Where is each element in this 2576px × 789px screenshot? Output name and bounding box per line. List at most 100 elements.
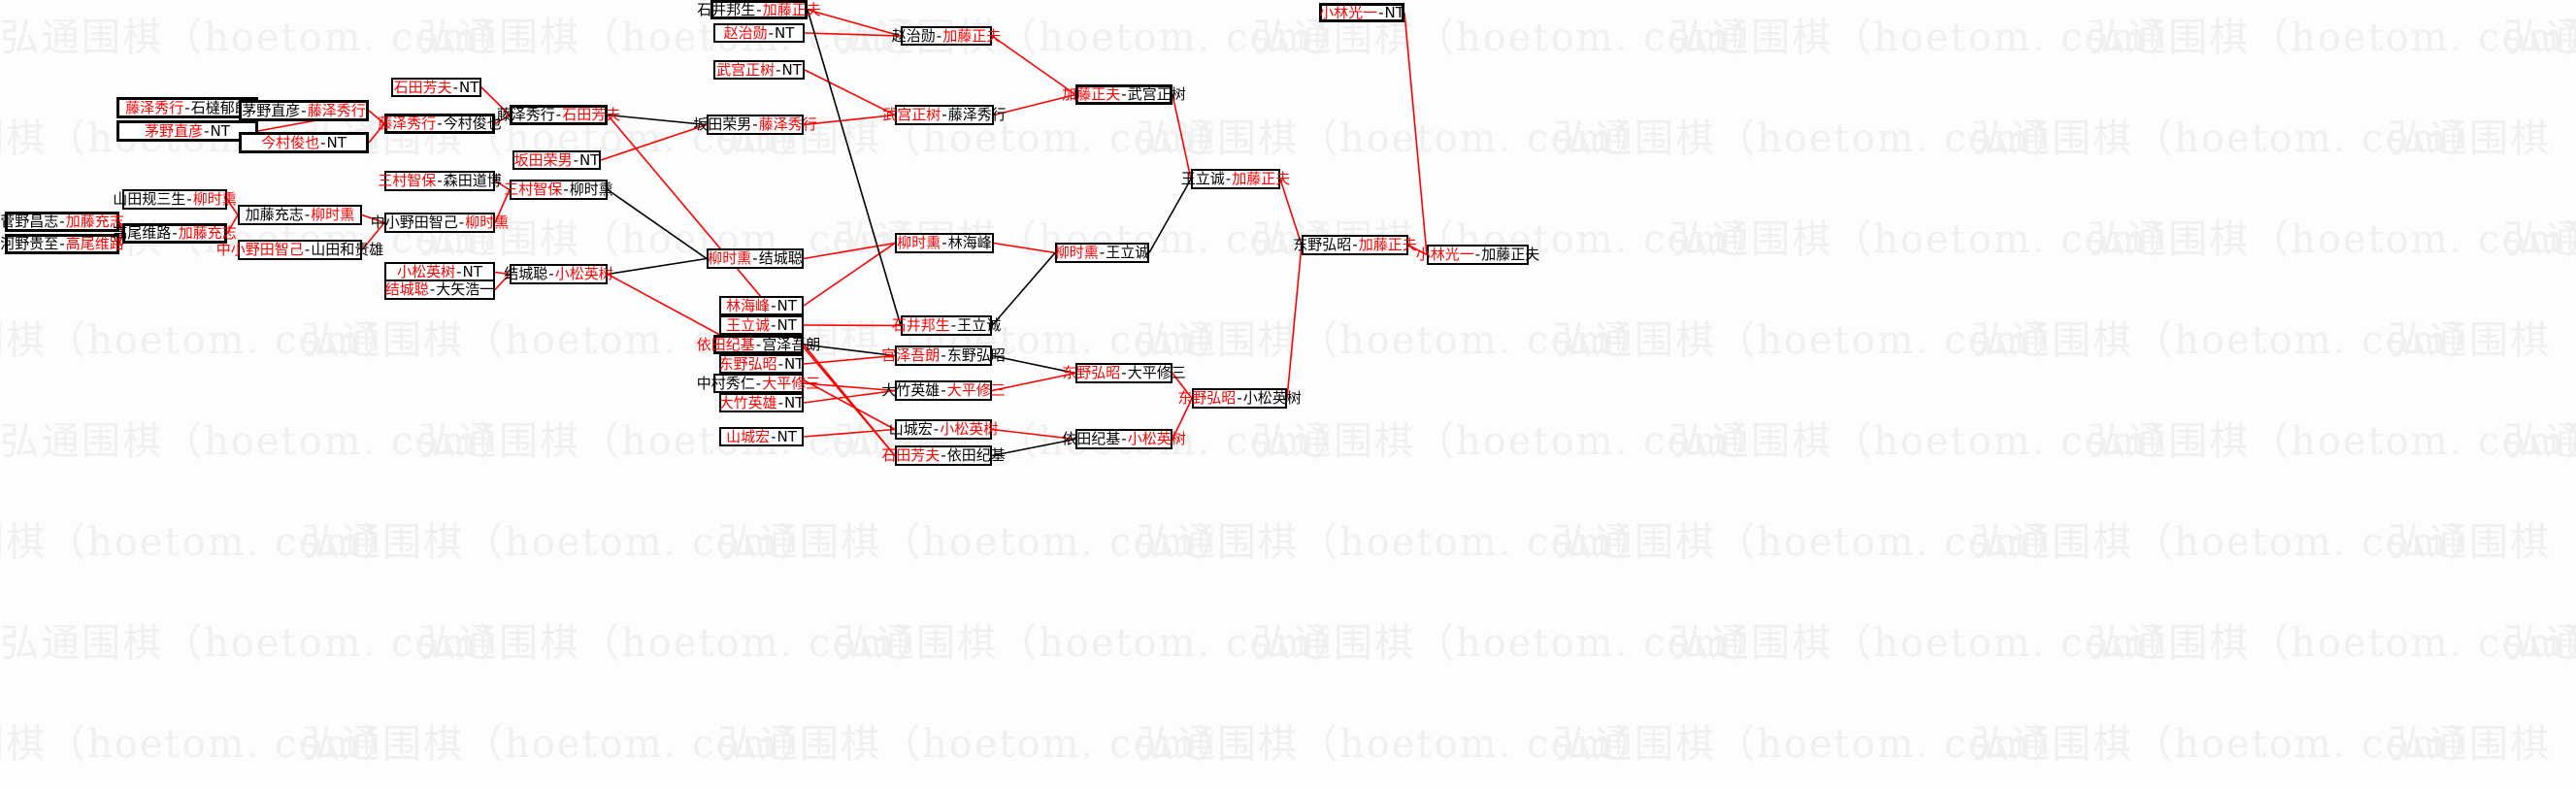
player-right: 大平修三	[1127, 364, 1186, 381]
match-node[interactable]: 藤泽秀行-石田芳夫	[497, 105, 620, 125]
match-node[interactable]: 菅野昌志-加藤充志	[0, 212, 124, 232]
name-separator: -	[755, 374, 762, 392]
player-left: 柳时熏	[708, 249, 752, 267]
player-right: NT	[326, 133, 347, 151]
match-node[interactable]: 大竹英雄-NT	[719, 393, 804, 412]
name-separator: -	[771, 315, 776, 334]
match-node[interactable]: 王立诚-加藤正夫	[1181, 169, 1290, 189]
player-left: 赵治勋	[891, 26, 936, 45]
name-separator: -	[429, 280, 436, 298]
match-node[interactable]: 三村智保-柳时熏	[504, 180, 613, 200]
match-node[interactable]: 山城宏-小松英树	[889, 419, 998, 440]
player-left: 藤泽秀行	[496, 106, 555, 123]
name-separator: -	[950, 316, 957, 334]
player-left: 中小野田智己	[370, 214, 458, 231]
match-node[interactable]: 结城聪-小松英树	[504, 264, 613, 284]
player-right: 柳时熏	[465, 214, 510, 231]
match-node[interactable]: 坂田荣男-NT	[512, 150, 601, 170]
name-separator: -	[304, 206, 311, 223]
player-right: 藤泽秀行	[758, 115, 817, 133]
player-left: 武宫正树	[882, 106, 941, 123]
match-node[interactable]: 河野贵至-高尾维路	[0, 234, 124, 254]
name-separator: -	[752, 249, 758, 267]
name-separator: -	[941, 381, 946, 399]
player-left: 小林光一	[1319, 3, 1378, 21]
player-left: 东野弘昭	[1062, 364, 1121, 381]
match-node[interactable]: 石井邦生-加藤正夫	[697, 0, 821, 19]
match-node[interactable]: 中小野田智己-柳时熏	[371, 213, 509, 233]
match-node[interactable]: 武宫正树-藤泽秀行	[882, 105, 1007, 125]
name-separator: -	[771, 427, 776, 445]
player-right: 今村俊也	[443, 115, 502, 132]
match-node[interactable]: 中小野田智己-山田和贵雄	[216, 240, 383, 260]
player-left: 大竹英雄	[718, 393, 777, 411]
player-left: 加藤正夫	[1062, 85, 1121, 103]
match-node[interactable]: 东野弘昭-NT	[719, 354, 804, 374]
match-node[interactable]: 今村俊也-NT	[239, 132, 369, 153]
player-right: 高尾维路	[65, 235, 124, 252]
name-separator: -	[304, 241, 311, 258]
player-right: 大平修三	[946, 381, 1006, 399]
match-node[interactable]: 茅野直彦-NT	[116, 120, 258, 142]
match-node[interactable]: 柳时熏-王立诚	[1055, 243, 1149, 263]
match-node[interactable]: 加藤正夫-武宫正树	[1062, 84, 1186, 105]
name-separator: -	[573, 150, 579, 169]
match-node[interactable]: 宫泽吾朗-东野弘昭	[881, 345, 1006, 366]
match-node[interactable]: 柳时熏-林海峰	[895, 233, 994, 253]
match-node[interactable]: 三村智保-森田道博	[378, 171, 502, 191]
player-right: 加藤充志	[65, 213, 124, 230]
name-separator: -	[941, 446, 946, 464]
name-separator: -	[59, 213, 65, 230]
name-separator: -	[756, 0, 762, 18]
player-left: 三村智保	[378, 172, 437, 189]
match-node[interactable]: 茅野直彦-藤泽秀行	[239, 100, 369, 121]
player-right: 藤泽秀行	[947, 106, 1007, 123]
match-node[interactable]: 石田芳夫-NT	[391, 78, 481, 97]
player-left: 柳时熏	[897, 234, 941, 251]
name-separator: -	[452, 78, 459, 96]
match-node[interactable]: 结城聪-大矢浩一	[384, 279, 495, 300]
player-right: 石橽郁郎	[190, 98, 249, 116]
name-separator: -	[184, 98, 190, 116]
match-node[interactable]: 赵治勋-NT	[713, 23, 805, 43]
player-left: 中小野田智己	[215, 241, 304, 258]
match-node[interactable]: 东野弘昭-大平修三	[1062, 363, 1186, 383]
match-node[interactable]: 藤泽秀行-今村俊也	[378, 114, 502, 134]
match-node[interactable]: 小林光一-NT	[1319, 3, 1404, 22]
match-node[interactable]: 林海峰-NT	[719, 296, 804, 315]
match-node[interactable]: 王立诚-NT	[719, 315, 804, 335]
match-node[interactable]: 东野弘昭-加藤正夫	[1293, 235, 1417, 255]
match-node[interactable]: 中村秀仁-大平修三	[697, 374, 820, 393]
match-node[interactable]: 大竹英雄-大平修三	[881, 380, 1006, 401]
player-left: 藤泽秀行	[378, 115, 437, 132]
match-node[interactable]: 山田规三生-柳时熏	[113, 189, 237, 210]
match-node[interactable]: 依田纪基-小松英树	[1062, 429, 1186, 449]
match-node[interactable]: 加藤充志-柳时熏	[238, 205, 362, 225]
match-node[interactable]: 小林光一-加藤正夫	[1416, 245, 1539, 265]
match-node[interactable]: 石田芳夫-依田纪基	[881, 445, 1006, 466]
match-node[interactable]: 藤泽秀行-石橽郁郎	[116, 97, 258, 118]
player-left: 武宫正树	[716, 60, 776, 79]
name-separator: -	[456, 263, 462, 280]
player-left: 石井邦生	[697, 0, 756, 18]
player-right: NT	[776, 296, 797, 314]
name-separator: -	[1225, 170, 1232, 187]
player-left: 三村智保	[504, 181, 563, 198]
match-node[interactable]: 高尾维路-加藤充志	[113, 223, 237, 244]
player-left: 柳时熏	[1054, 244, 1099, 261]
match-node[interactable]: 东野弘昭-小松英树	[1177, 388, 1302, 409]
player-left: 结城聪	[384, 280, 429, 298]
player-right: 林海峰	[947, 234, 992, 251]
player-left: 山城宏	[888, 420, 933, 438]
match-node[interactable]: 武宫正树-NT	[713, 60, 805, 80]
match-node[interactable]: 山城宏-NT	[719, 427, 804, 446]
match-node[interactable]: 依田纪基-宫泽吾朗	[697, 335, 820, 354]
match-node[interactable]: 柳时熏-结城聪	[707, 248, 804, 269]
match-node[interactable]: 坂田荣男-藤泽秀行	[693, 115, 817, 135]
match-node[interactable]: 石井邦生-王立诚	[892, 315, 1001, 336]
player-left: 茅野直彦	[145, 121, 204, 140]
player-left: 东野弘昭	[1177, 389, 1237, 407]
match-node[interactable]: 赵治勋-加藤正夫	[892, 26, 1001, 46]
name-separator: -	[752, 115, 758, 133]
